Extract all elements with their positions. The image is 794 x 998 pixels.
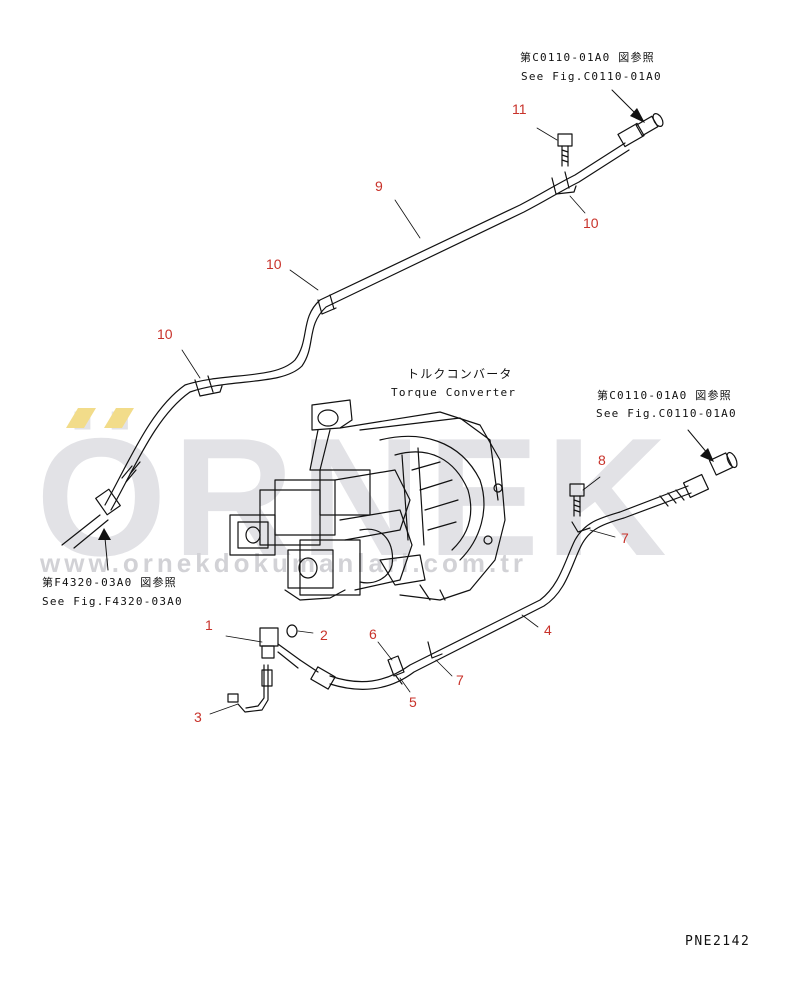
o-ring <box>286 624 298 638</box>
callout-10-a[interactable]: 10 <box>583 215 599 231</box>
leader-lines <box>181 127 616 715</box>
watermark-accent <box>66 408 134 428</box>
callout-2[interactable]: 2 <box>320 627 328 643</box>
callout-7-a[interactable]: 7 <box>621 530 629 546</box>
callout-8[interactable]: 8 <box>598 452 606 468</box>
page-code: PNE2142 <box>685 934 751 949</box>
sensor-line <box>227 664 273 713</box>
figure-ref-right-jp: 第C0110-01A0 図参照 <box>597 389 732 402</box>
elbow-fitting <box>259 627 301 669</box>
hose-upper <box>61 113 664 549</box>
watermark-url: www.ornekdokumanlari.com.tr <box>40 548 528 578</box>
figure-ref-top-jp: 第C0110-01A0 図参照 <box>520 51 655 64</box>
callout-10-c[interactable]: 10 <box>157 326 173 342</box>
clamps-upper <box>194 171 577 397</box>
callout-1[interactable]: 1 <box>205 617 213 633</box>
hose-lower <box>299 451 738 690</box>
callout-10-b[interactable]: 10 <box>266 256 282 272</box>
figure-ref-right-en: See Fig.C0110-01A0 <box>596 407 737 420</box>
callout-9[interactable]: 9 <box>375 178 383 194</box>
ref-arrows <box>104 89 709 571</box>
callout-4[interactable]: 4 <box>544 622 552 638</box>
bolt-lower <box>569 483 585 517</box>
callout-7-b[interactable]: 7 <box>456 672 464 688</box>
watermark-logo: ÖRNEK <box>36 403 673 591</box>
figure-ref-top-en: See Fig.C0110-01A0 <box>521 70 662 83</box>
bolt-upper <box>557 133 573 167</box>
callout-3[interactable]: 3 <box>194 709 202 725</box>
torque-converter-drawing <box>229 399 506 601</box>
figure-ref-left-en: See Fig.F4320-03A0 <box>42 595 183 608</box>
figure-ref-left-jp: 第F4320-03A0 図参照 <box>42 576 177 589</box>
clamps-lower <box>387 521 591 685</box>
callout-11[interactable]: 11 <box>512 101 527 117</box>
callout-5[interactable]: 5 <box>409 694 417 710</box>
callout-6[interactable]: 6 <box>369 626 377 642</box>
torque-converter-label-jp: トルクコンバータ <box>407 367 513 381</box>
torque-converter-label-en: Torque Converter <box>391 386 517 399</box>
